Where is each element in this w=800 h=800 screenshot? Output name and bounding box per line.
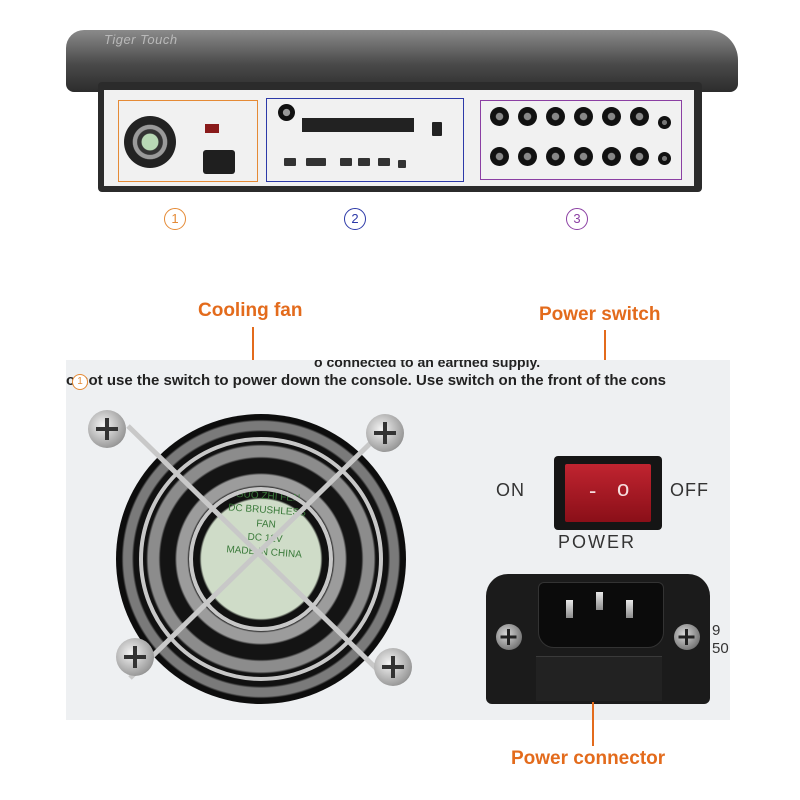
mini-jack [658,152,671,165]
power-label: POWER [558,532,637,552]
mini-port [358,158,370,166]
console-top-cover: Tiger Touch [66,30,738,92]
warning-text: o not use the switch to power down the c… [66,372,667,389]
section-1-outline [118,100,258,182]
marker-2: 2 [344,208,366,230]
switch-off-label: OFF [670,480,709,500]
screw-icon [116,638,154,676]
marker-1: 1 [164,208,186,230]
switch-on-label: ON [496,480,525,500]
mini-xlr-connector [546,107,565,126]
mini-xlr-connector [602,107,621,126]
power-connector-callout: Power connector [511,748,666,769]
mini-xlr-connector [490,107,509,126]
rocker-off-symbol: o [617,476,630,501]
mini-port [340,158,352,166]
voltage-rating: 9 50 [712,622,729,658]
fuse-drawer [536,656,662,701]
socket-pin [566,600,573,618]
section-2-outline [266,98,464,182]
marker-3: 3 [566,208,588,230]
mini-xlr-connector [602,147,621,166]
mini-xlr-connector [630,107,649,126]
mini-port [432,122,442,136]
section-3-outline [480,100,682,180]
mini-xlr-grid [490,107,650,173]
mini-xlr-connector [518,147,537,166]
screw-icon [374,648,412,686]
mini-port [284,158,296,166]
mini-port [378,158,390,166]
mini-xlr-connector [546,147,565,166]
warning-text: o connected to an earthed supply. [314,360,541,370]
voltage-rating-line: 9 [712,622,721,639]
screw-icon [366,414,404,452]
mini-xlr-lamp [278,104,295,121]
socket-pin [626,600,633,618]
socket-screw-icon [496,624,522,650]
voltage-rating-line: 50 [712,640,729,657]
socket-screw-icon [674,624,700,650]
power-switch-callout: Power switch [539,304,661,325]
photo-section-marker: 1 [72,374,88,390]
mini-power-switch [205,124,219,133]
screw-icon [88,410,126,448]
mini-xlr-connector [630,147,649,166]
mini-xlr-connector [574,107,593,126]
mini-port [398,160,406,168]
mini-card-slot [302,118,414,132]
socket-receptacle [538,582,664,648]
fan-guard-icon [126,424,390,681]
leader-line [592,702,594,746]
console-rear-panel [104,90,694,186]
mini-power-socket [203,150,235,174]
detail-photo: o connected to an earthed supply. o not … [66,360,730,720]
mini-xlr-connector [574,147,593,166]
brand-label: Tiger Touch [104,32,178,47]
mini-xlr-connector [490,147,509,166]
mini-cooling-fan [124,116,176,168]
socket-pin [596,592,603,610]
mini-jack [658,116,671,129]
power-switch-rocker[interactable]: - o [565,464,651,522]
mini-port [306,158,326,166]
cooling-fan-callout: Cooling fan [198,300,303,321]
mini-xlr-connector [518,107,537,126]
rocker-on-symbol: - [589,478,597,503]
